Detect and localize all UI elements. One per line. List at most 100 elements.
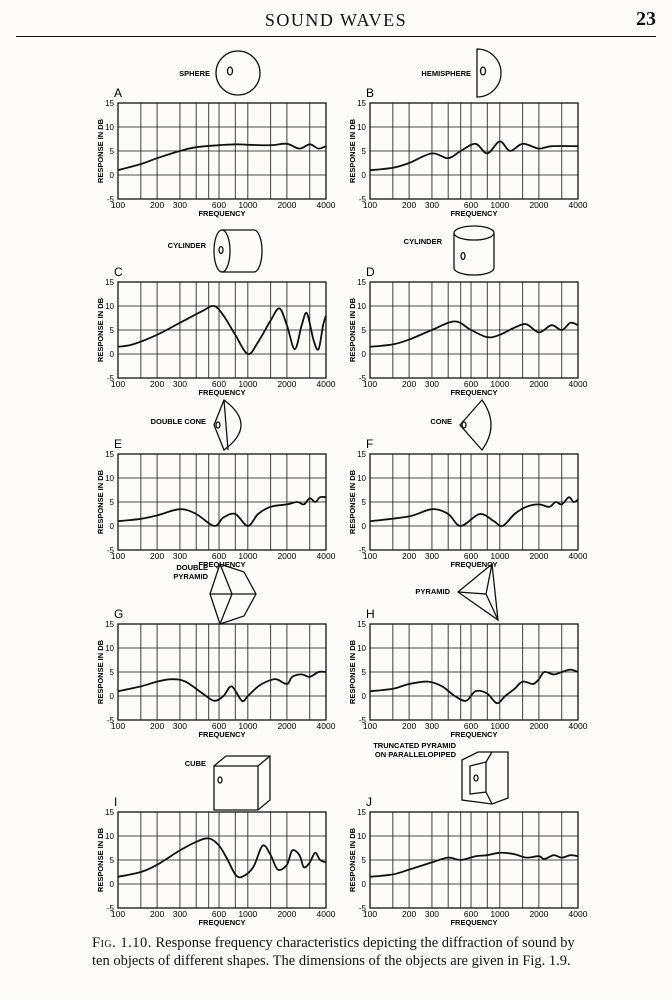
x-tick-label: 100 (111, 200, 125, 210)
cylinder-icon (222, 229, 263, 273)
y-tick-label: 15 (105, 620, 114, 629)
y-axis-label: RESPONSE IN DB (96, 639, 105, 704)
x-tick-label: 100 (363, 721, 377, 731)
sphere-icon (215, 50, 261, 96)
y-tick-label: 15 (357, 278, 366, 287)
plot-frame (369, 102, 579, 200)
x-tick-label: 600 (464, 551, 478, 561)
microphone-icon (218, 245, 224, 255)
y-axis-label: RESPONSE IN DB (96, 118, 105, 183)
double-cone-icon (213, 398, 242, 452)
x-tick-label: 4000 (317, 721, 336, 731)
response-curve (369, 140, 579, 172)
x-tick-label: 300 (173, 200, 187, 210)
y-tick-label: 15 (105, 99, 114, 108)
caption-label: Fig. 1.10. (92, 935, 152, 951)
x-tick-label: 200 (150, 200, 164, 210)
object-label: CYLINDER (404, 237, 443, 246)
x-tick-label: 300 (425, 721, 439, 731)
y-tick-label: 10 (105, 302, 114, 311)
x-tick-label: 600 (212, 721, 226, 731)
object-illustration (213, 755, 271, 811)
y-axis-label: RESPONSE IN DB (96, 297, 105, 362)
x-tick-label: 1000 (238, 200, 257, 210)
y-tick-label: -5 (107, 716, 115, 725)
x-tick-label: 2000 (277, 721, 296, 731)
response-curve (369, 851, 579, 878)
x-tick-label: 600 (464, 379, 478, 389)
x-tick-label: 2000 (277, 909, 296, 919)
plot-frame (369, 281, 579, 379)
pyramid-edges (457, 563, 499, 621)
y-tick-label: 10 (357, 302, 366, 311)
panel-letter: G (114, 607, 123, 621)
plot-frame (117, 811, 327, 909)
x-tick-label: 300 (173, 551, 187, 561)
x-tick-label: 4000 (569, 551, 588, 561)
panel-letter: J (366, 795, 372, 809)
y-tick-label: 15 (357, 450, 366, 459)
y-axis-label: RESPONSE IN DB (348, 297, 357, 362)
y-tick-label: 0 (362, 350, 367, 359)
x-tick-label: 1000 (490, 200, 509, 210)
x-tick-label: 1000 (490, 721, 509, 731)
microphone-icon (473, 774, 479, 782)
y-tick-label: 10 (357, 832, 366, 841)
y-tick-label: 0 (110, 171, 115, 180)
x-tick-label: 200 (402, 909, 416, 919)
x-tick-label: 4000 (569, 909, 588, 919)
y-tick-label: 5 (110, 856, 115, 865)
x-tick-label: 300 (425, 200, 439, 210)
cone-icon (459, 398, 492, 452)
cylinder-icon (453, 233, 495, 276)
x-tick-label: 200 (150, 551, 164, 561)
page-header: SOUND WAVES 23 (0, 0, 672, 40)
y-tick-label: 10 (105, 644, 114, 653)
plot-frame (369, 811, 579, 909)
microphone-icon (479, 66, 487, 76)
object-illustration (476, 48, 502, 98)
response-curve (369, 320, 579, 348)
y-tick-label: -5 (107, 546, 115, 555)
x-tick-label: 200 (150, 909, 164, 919)
x-tick-label: 1000 (238, 909, 257, 919)
y-axis-label: RESPONSE IN DB (348, 827, 357, 892)
x-tick-label: 4000 (317, 909, 336, 919)
y-axis-label: RESPONSE IN DB (96, 469, 105, 534)
y-axis-label: RESPONSE IN DB (348, 469, 357, 534)
object-illustration (213, 398, 242, 452)
y-tick-label: 15 (105, 450, 114, 459)
x-tick-label: 2000 (529, 379, 548, 389)
y-tick-label: -5 (107, 195, 115, 204)
y-tick-label: 10 (105, 123, 114, 132)
plot-frame (117, 281, 327, 379)
x-tick-label: 200 (402, 379, 416, 389)
x-tick-label: 200 (402, 721, 416, 731)
x-tick-label: 2000 (529, 551, 548, 561)
x-tick-label: 1000 (490, 551, 509, 561)
y-tick-label: 5 (362, 326, 367, 335)
x-tick-label: 2000 (277, 200, 296, 210)
x-tick-label: 1000 (238, 379, 257, 389)
x-tick-label: 2000 (277, 379, 296, 389)
x-tick-label: 600 (212, 200, 226, 210)
y-tick-label: 5 (110, 498, 115, 507)
x-tick-label: 2000 (529, 909, 548, 919)
y-tick-label: 15 (357, 808, 366, 817)
x-tick-label: 300 (425, 379, 439, 389)
response-curve (369, 668, 579, 705)
object-label: ON PARALLELOPIPED (375, 750, 457, 759)
y-tick-label: -5 (107, 374, 115, 383)
y-tick-label: 0 (362, 692, 367, 701)
x-tick-label: 100 (363, 200, 377, 210)
cube-icon (213, 755, 271, 811)
x-axis-label: FREQUENCY (198, 730, 245, 739)
panel-letter: B (366, 86, 374, 100)
y-tick-label: 5 (362, 668, 367, 677)
x-tick-label: 2000 (529, 200, 548, 210)
microphone-icon (461, 421, 467, 429)
